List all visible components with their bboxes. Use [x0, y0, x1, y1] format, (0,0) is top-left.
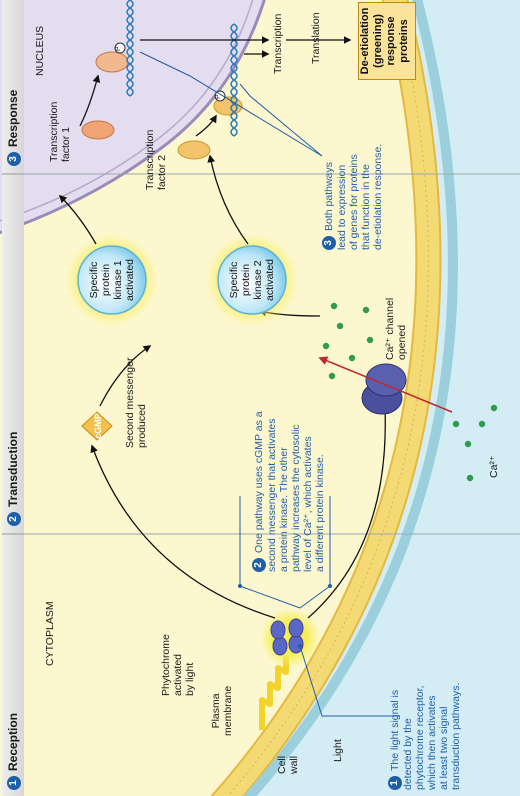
header-reception: 1Reception	[2, 713, 24, 790]
header-response: 3Response	[2, 90, 24, 166]
arrow-kinase1-out	[58, 194, 97, 245]
header-transduction: 2Transduction	[2, 432, 24, 526]
cgmp-label: cGMP	[93, 413, 103, 439]
ca-channel	[361, 363, 407, 415]
arrow-kinase2-out	[207, 154, 249, 245]
note-3: 3Both pathways lead to expression of gen…	[322, 143, 384, 250]
tf1-shape	[81, 120, 115, 140]
light-label: Light	[332, 739, 344, 762]
nucleus-label: NUCLEUS	[34, 25, 46, 76]
cytoplasm-label: CYTOPLASM	[44, 601, 56, 666]
translation-label: Translation	[310, 12, 322, 64]
phosphate-1: P	[115, 46, 122, 51]
kinase1-circle	[77, 245, 147, 315]
dna-strands	[126, 0, 238, 137]
ca-ion-label: Ca²⁺	[488, 455, 500, 478]
note-2: 2One pathway uses cGMP as a second messe…	[252, 411, 326, 572]
light-bolt	[259, 650, 289, 730]
nucleus	[0, 0, 272, 239]
tf1-active	[95, 51, 129, 73]
phosphate-2: P	[215, 94, 222, 99]
ca-influx-arrow	[318, 356, 453, 413]
cell-wall	[228, 0, 458, 796]
kinase2-circle	[217, 245, 287, 315]
note-1: 1The light signal is detected by the phy…	[388, 682, 462, 790]
arrow-to-channel	[307, 406, 390, 619]
phytochrome-glow	[260, 608, 320, 668]
arrow-to-kinase1	[99, 345, 152, 407]
ca-ions	[322, 302, 498, 482]
transcription-label: Transcription	[272, 13, 284, 74]
header-bar	[2, 0, 24, 796]
tf2-shape	[177, 140, 211, 160]
cgmp-diamond	[81, 411, 113, 441]
phytochrome	[270, 618, 304, 656]
arrow-to-cgmp	[90, 444, 276, 619]
